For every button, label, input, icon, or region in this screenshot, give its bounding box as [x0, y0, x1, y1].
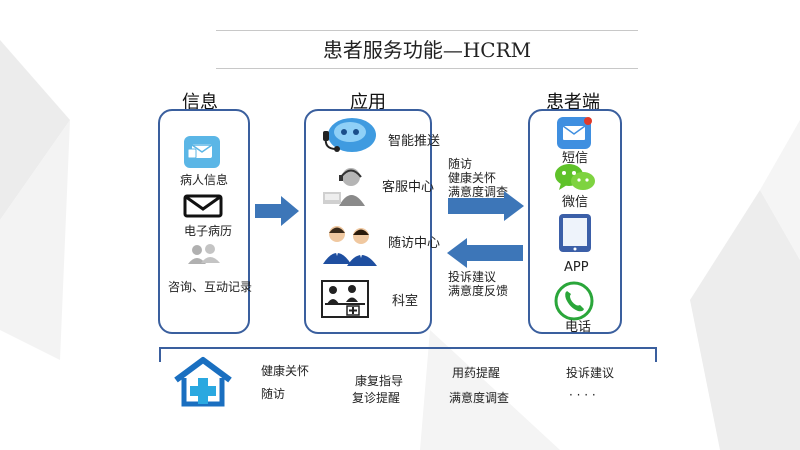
app-item-department: 科室	[392, 294, 419, 309]
mail-app-icon	[557, 117, 592, 149]
arrow-left-icon	[447, 238, 523, 268]
people-icon	[188, 244, 220, 264]
wechat-icon	[555, 164, 595, 190]
robot-headset-icon	[323, 118, 376, 152]
page-title: 患者服务功能—HCRM	[322, 38, 532, 62]
app-column-label: 应用	[350, 92, 386, 113]
arrow-right-icon	[448, 191, 524, 221]
bottom-item: 用药提醒	[452, 366, 501, 380]
patient-item-app: APP	[564, 260, 589, 275]
patient-item-wechat: 微信	[562, 195, 589, 210]
doctor-desk-icon	[321, 280, 369, 318]
patient-item-phone: 电话	[565, 320, 592, 335]
arrow-left-text: 投诉建议 满意度反馈	[448, 270, 508, 298]
app-item-followup: 随访中心	[388, 236, 441, 251]
info-column-label: 信息	[182, 92, 218, 113]
envelope-icon	[183, 194, 223, 218]
bottom-item: 满意度调查	[449, 391, 510, 405]
arrow-left-text-line: 满意度反馈	[448, 284, 509, 298]
info-item-emr: 电子病历	[184, 224, 233, 238]
bottom-ellipsis: · · · ·	[569, 388, 596, 402]
bottom-item: 随访	[261, 387, 286, 401]
arrow-right-text-line: 随访	[448, 157, 473, 171]
arrow-right-text: 随访 健康关怀 满意度调查	[448, 157, 508, 199]
agents-icon	[323, 226, 377, 266]
phone-icon	[554, 281, 594, 321]
patient-item-sms: 短信	[562, 151, 589, 166]
message-app-icon	[184, 136, 220, 168]
customer-service-icon	[323, 168, 365, 206]
bottom-bracket	[159, 347, 657, 362]
app-item-service: 客服中心	[382, 180, 435, 195]
title-rule-bottom	[216, 68, 638, 69]
arrow-right-text-line: 健康关怀	[448, 171, 497, 185]
title-rule-top	[216, 30, 638, 31]
bottom-item: 投诉建议	[566, 366, 615, 380]
arrow-left-text-line: 投诉建议	[448, 270, 497, 284]
bottom-item: 康复指导	[355, 374, 404, 388]
info-item-consult: 咨询、互动记录	[168, 280, 253, 294]
tablet-icon	[559, 214, 591, 252]
app-item-push: 智能推送	[388, 134, 441, 149]
hospital-house-icon	[174, 357, 232, 407]
arrow-right-icon	[255, 196, 299, 226]
patient-column-label: 患者端	[546, 92, 600, 113]
arrow-right-text-line: 满意度调查	[448, 185, 509, 199]
bottom-item: 健康关怀	[261, 364, 310, 378]
info-item-patient: 病人信息	[180, 173, 229, 187]
bottom-item: 复诊提醒	[352, 391, 401, 405]
